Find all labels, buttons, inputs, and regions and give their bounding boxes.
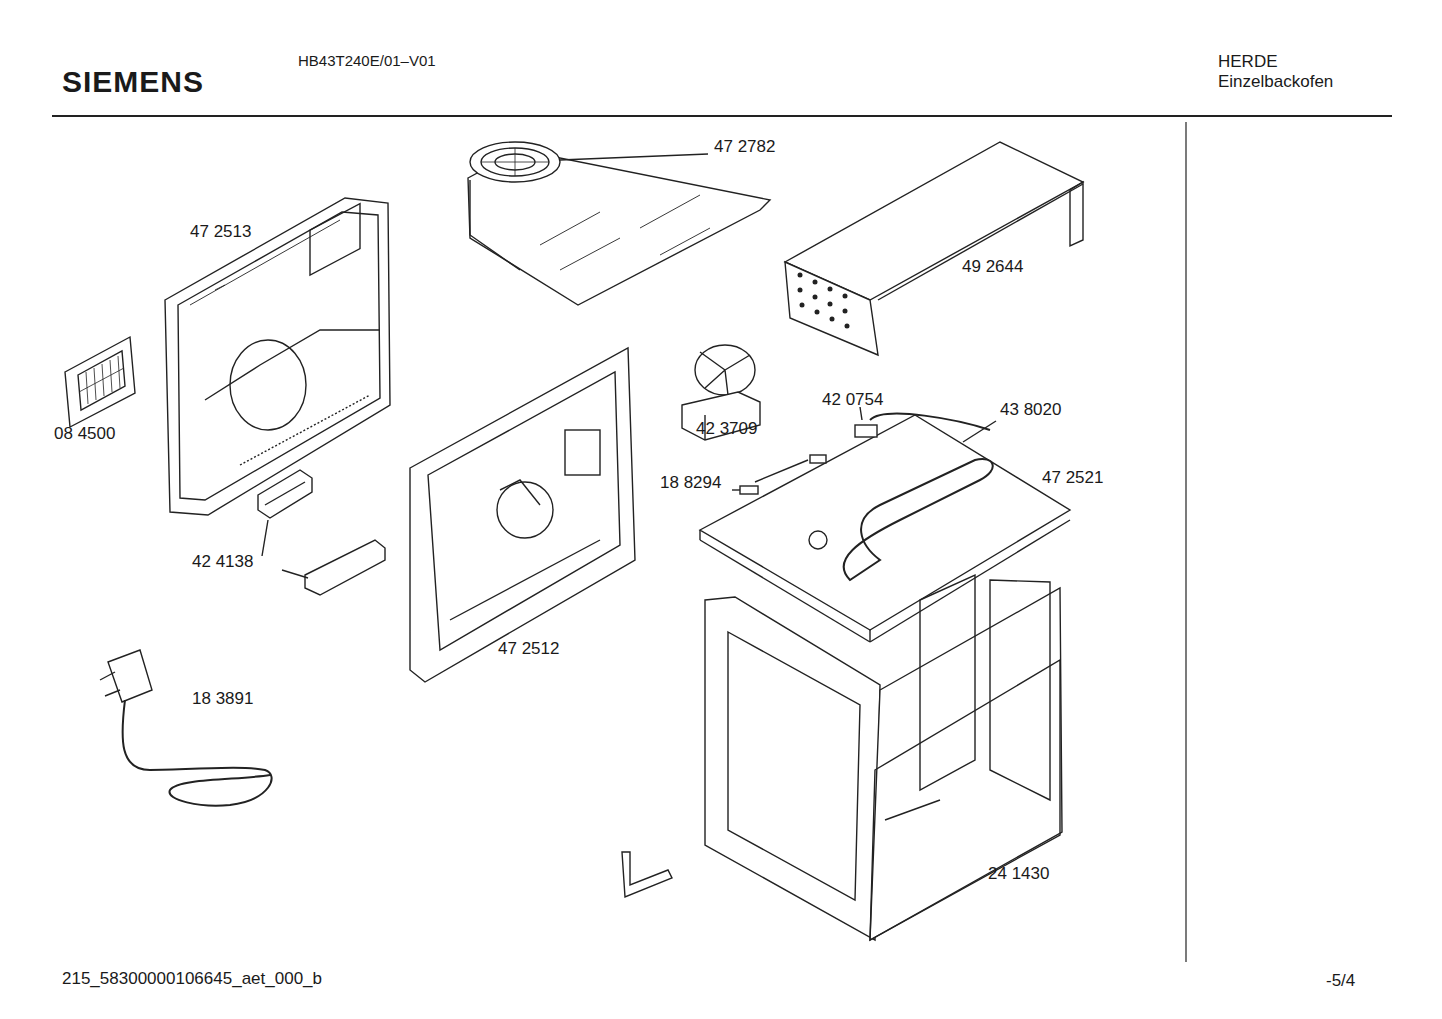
part-number: 43 8020 [1000, 400, 1061, 420]
brand-logo: SIEMENS [62, 64, 204, 100]
part-number: 18 8294 [660, 473, 721, 493]
part-number: 47 2782 [714, 137, 775, 157]
document-id: 215_58300000106645_aet_000_b [62, 969, 322, 989]
category: HERDE [1218, 52, 1278, 72]
part-number: 24 1430 [988, 864, 1049, 884]
part-number: 42 3709 [696, 419, 757, 439]
part-number: 42 0754 [822, 390, 883, 410]
part-number: 18 3891 [192, 689, 253, 709]
part-number: 47 2513 [190, 222, 251, 242]
part-number: 47 2512 [498, 639, 559, 659]
part-number: 47 2521 [1042, 468, 1103, 488]
part-number: 08 4500 [54, 424, 115, 444]
category: Einzelbackofen [1218, 72, 1333, 92]
model-number: HB43T240E/01–V01 [298, 52, 436, 70]
part-number: 49 2644 [962, 257, 1023, 277]
page-number: -5/4 [1326, 971, 1355, 991]
part-number: 42 4138 [192, 552, 253, 572]
